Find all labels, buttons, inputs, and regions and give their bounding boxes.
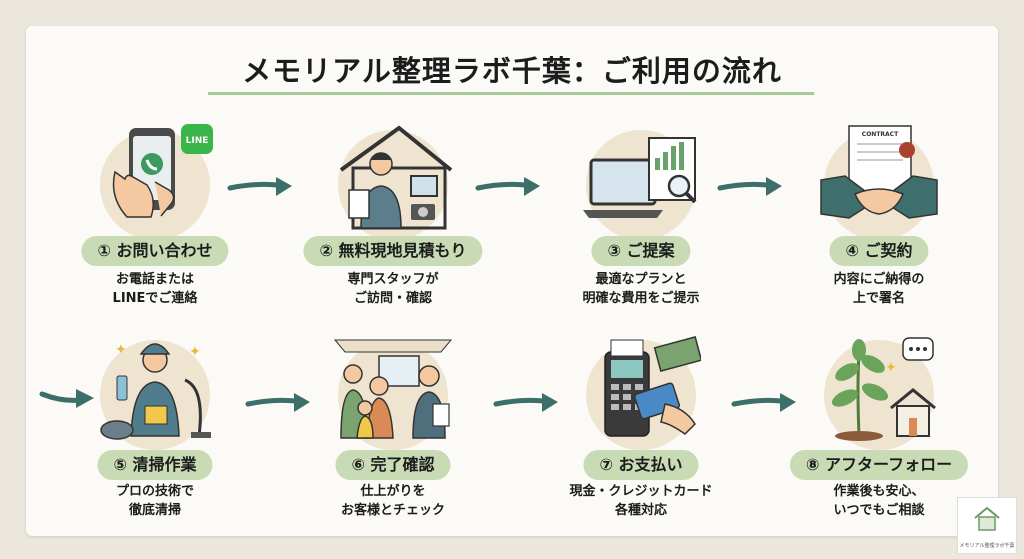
arrow-right-icon: [475, 177, 540, 196]
step-8-desc: 作業後も安心、 いつでもご相談: [833, 484, 925, 518]
arrow-right-icon: [245, 393, 310, 412]
step-3-desc: 最適なプランと 明確な費用をご提示: [582, 272, 700, 306]
plant-house-icon: ✦: [831, 337, 936, 441]
title-underline: [208, 92, 814, 95]
step-6-label: ⑥ 完了確認: [335, 450, 451, 480]
step-2: ② 無料現地見積もり 専門スタッフが ご訪問・確認: [278, 120, 508, 310]
step-5-desc: プロの技術で 徹底清掃: [115, 484, 194, 518]
contract-handshake-icon: CONTRACT: [820, 125, 938, 219]
step-1-desc: お電話または LINEでご連絡: [112, 272, 198, 306]
contract-text: CONTRACT: [862, 131, 899, 138]
step-1: LINE ① お問い合わせ お電話または LINEでご連絡: [40, 120, 270, 310]
step-3-label: ③ ご提案: [591, 236, 691, 266]
page-title: メモリアル整理ラボ千葉：ご利用の流れ: [242, 54, 782, 88]
house-staff-icon: [339, 125, 453, 230]
step-2-label: ② 無料現地見積もり: [303, 236, 483, 266]
arrow-right-icon: [493, 393, 558, 412]
step-5-label: ⑤ 清掃作業: [97, 450, 213, 480]
logo-text: メモリアル整理ラボ千葉: [959, 543, 1015, 549]
svg-text:✦: ✦: [115, 342, 127, 358]
arrow-right-icon: [731, 393, 796, 412]
step-8-label: ⑧ アフターフォロー: [789, 450, 969, 480]
step-7: ⑦ お支払い 現金・クレジットカード 各種対応: [526, 330, 756, 520]
step-4-desc: 内容にご納得の 上で署名: [833, 272, 925, 306]
cleaner-icon: ✦ ✦: [100, 342, 211, 440]
step-8: ✦ ⑧ アフターフォロー 作業後も安心、 いつでもご相談: [764, 330, 994, 520]
brand-logo: メモリアル整理ラボ千葉: [957, 497, 1017, 554]
arrow-right-icon: [717, 177, 782, 196]
step-7-desc: 現金・クレジットカード 各種対応: [569, 484, 713, 518]
house-logo-icon: [974, 506, 1000, 531]
phone-line-icon: LINE: [112, 124, 213, 218]
payment-terminal-icon: [604, 336, 701, 437]
step-6: ⑥ 完了確認 仕上がりを お客様とチェック: [278, 330, 508, 520]
svg-text:✦: ✦: [189, 344, 201, 360]
arrow-right-icon: [39, 389, 94, 408]
step-4: CONTRACT ④ ご契約 内容にご納得の 上で署名: [764, 120, 994, 310]
line-badge-text: LINE: [186, 136, 209, 146]
step-7-label: ⑦ お支払い: [583, 450, 699, 480]
step-1-label: ① お問い合わせ: [81, 236, 229, 266]
step-5: ✦ ✦ ⑤ 清掃作業 プロの技術で 徹底清掃: [40, 330, 270, 520]
step-4-label: ④ ご契約: [829, 236, 929, 266]
step-2-desc: 専門スタッフが ご訪問・確認: [347, 272, 439, 306]
laptop-report-icon: [583, 137, 697, 218]
step-3: ③ ご提案 最適なプランと 明確な費用をご提示: [526, 120, 756, 310]
svg-text:✦: ✦: [885, 360, 897, 376]
step-6-desc: 仕上がりを お客様とチェック: [340, 484, 445, 518]
family-check-icon: [333, 339, 453, 439]
arrow-right-icon: [227, 177, 292, 196]
